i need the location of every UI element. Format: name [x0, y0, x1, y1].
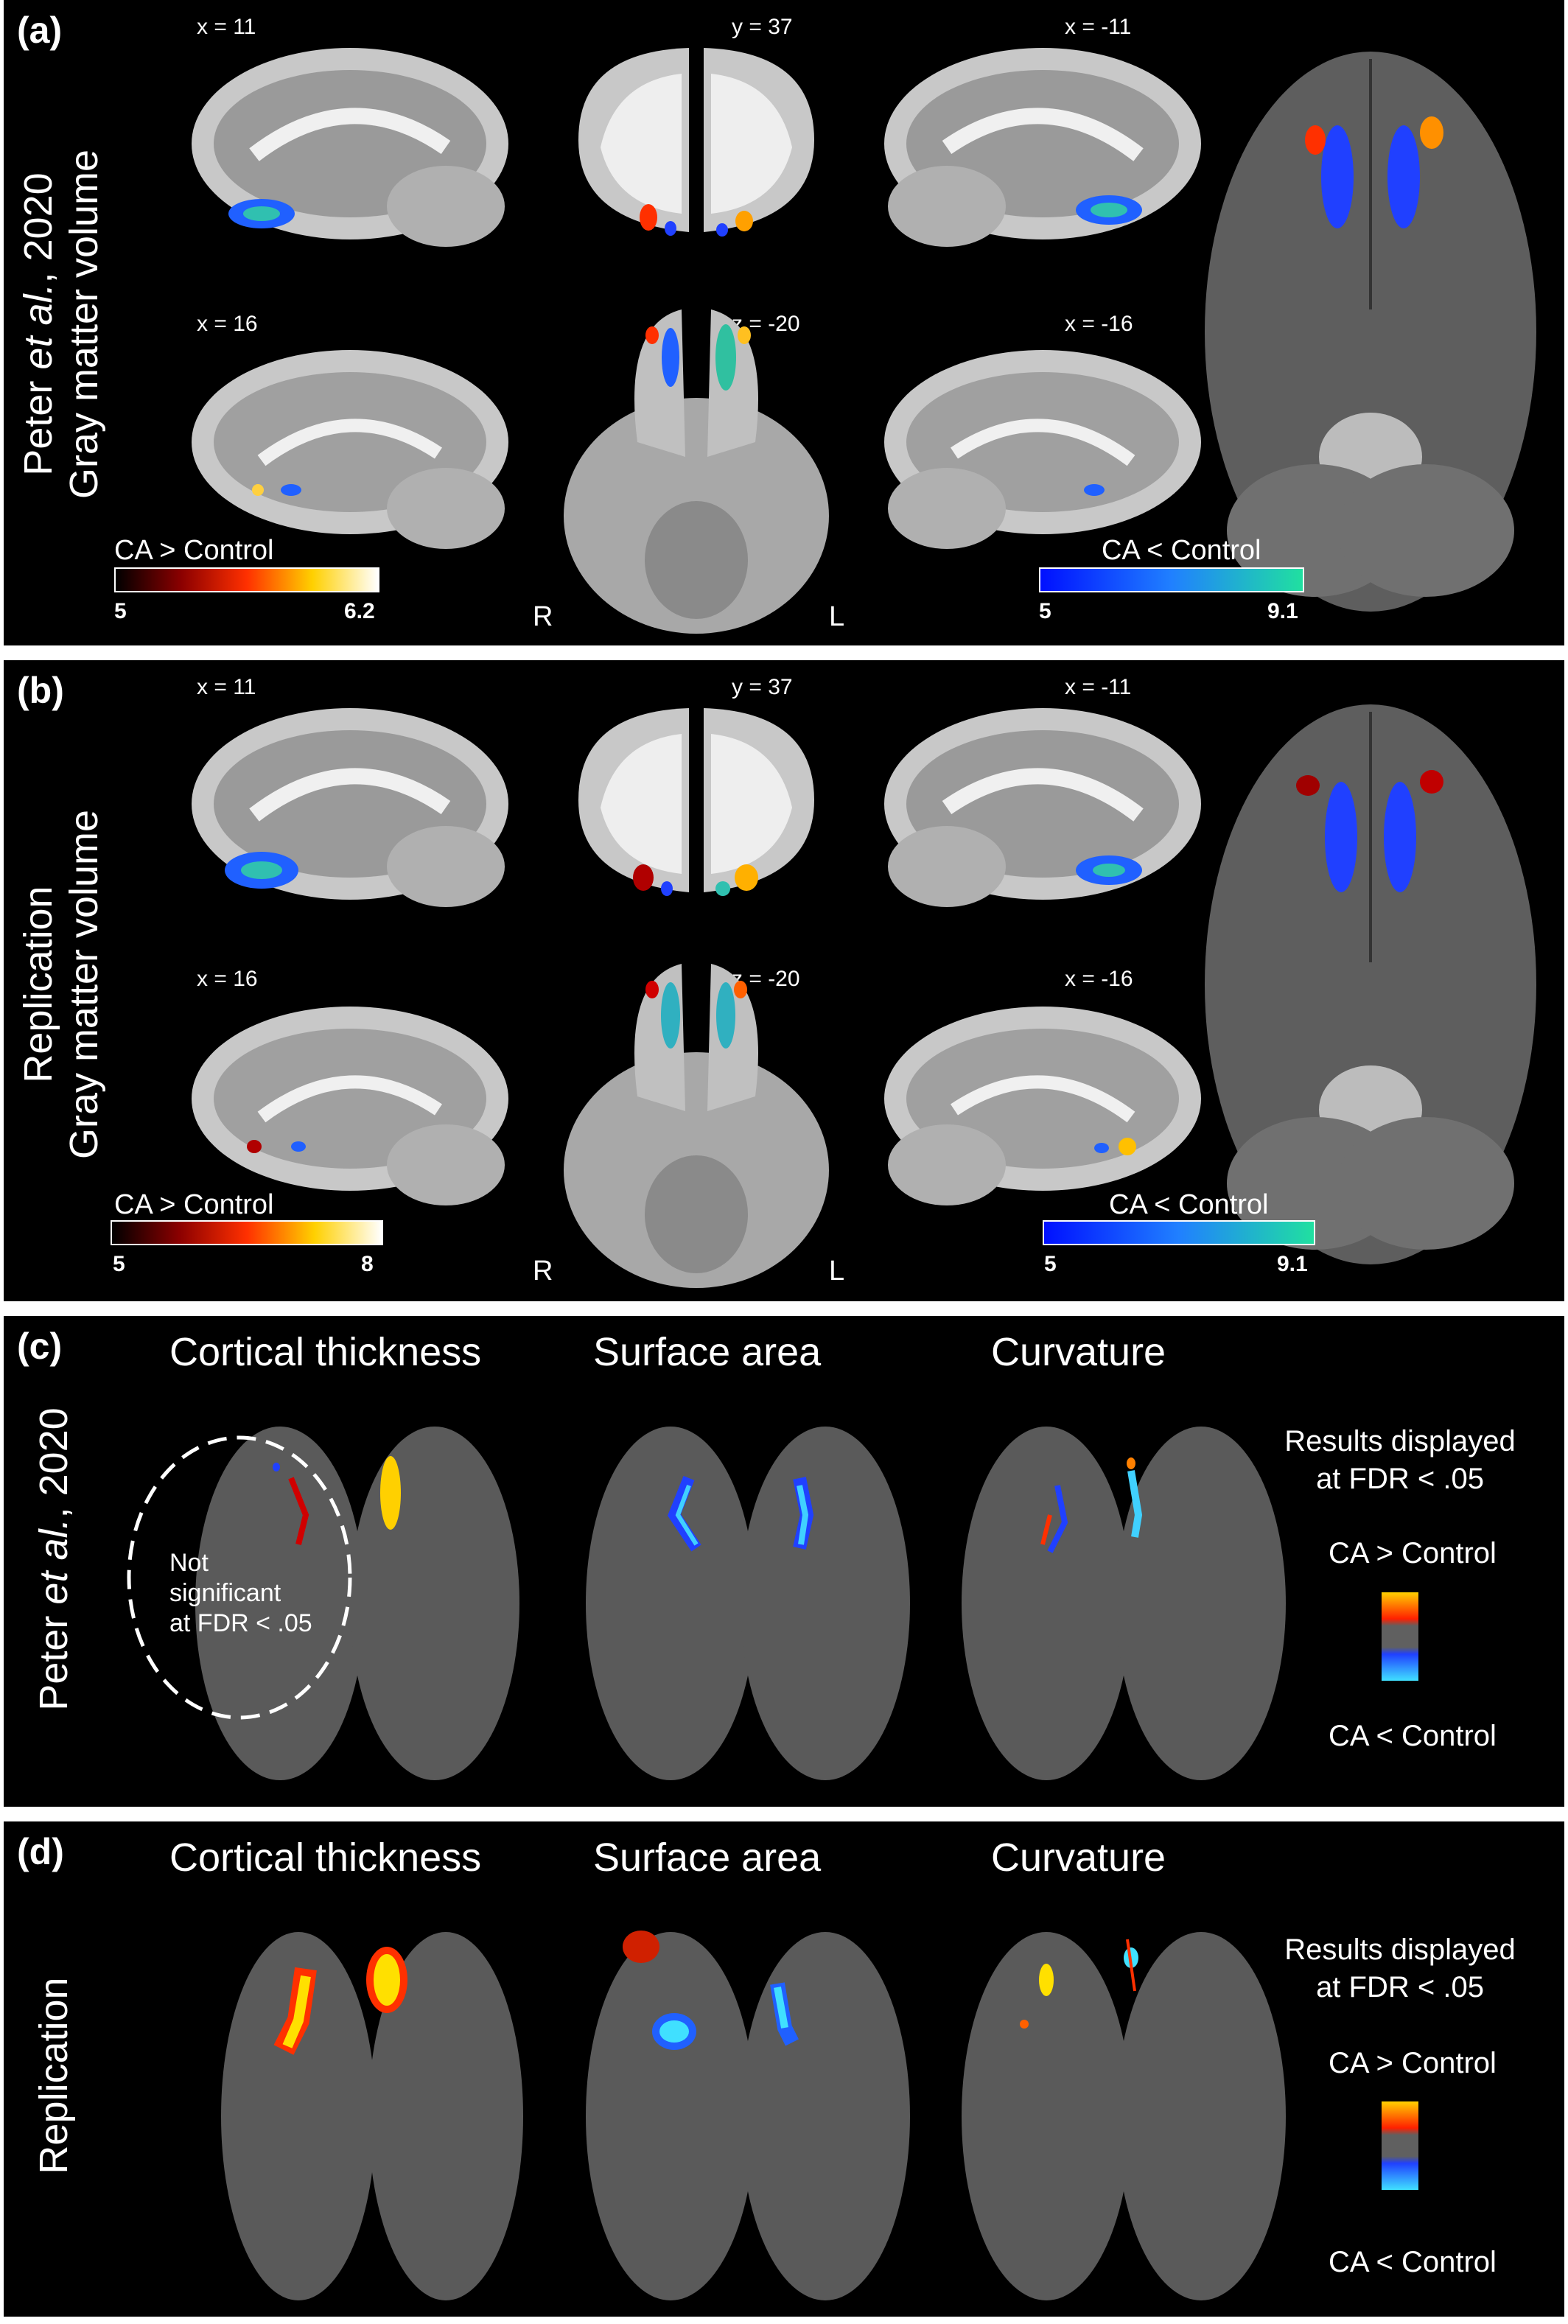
- legend-negative-label: CA < Control: [1329, 1720, 1497, 1752]
- panel-label-b: (b): [17, 670, 64, 711]
- orientation-left: L: [829, 1256, 845, 1287]
- panel-b-side-title: Replication Gray matter volume: [15, 810, 107, 1159]
- legend-title-line-1: Results displayed: [1284, 1425, 1516, 1457]
- axial-slice-image: [564, 309, 829, 634]
- 3d-brain-render: [1205, 52, 1536, 612]
- header-curvature: Curvature: [991, 1835, 1166, 1880]
- colorbar-title-negative: CA < Control: [1109, 1189, 1269, 1220]
- 3d-brain-render: [1205, 704, 1536, 1264]
- colorbar-min-positive: 5: [114, 599, 127, 623]
- cortical-surface-image: [962, 1427, 1286, 1780]
- axial-slice-image: [564, 964, 829, 1288]
- cortical-surface-image: [586, 1427, 910, 1780]
- colorbar-positive: [111, 1220, 383, 1245]
- sagittal-slice-image: [192, 1007, 508, 1205]
- side-title-etal: et al.: [31, 1518, 76, 1605]
- side-title-replication: Replication: [15, 886, 60, 1083]
- side-title-year: , 2020: [31, 1407, 76, 1519]
- header-surface-area: Surface area: [593, 1330, 822, 1374]
- orientation-right: R: [533, 601, 553, 632]
- coord-label-1: x = 11: [197, 675, 256, 699]
- header-surface-area: Surface area: [593, 1835, 822, 1880]
- coord-label-4: x = 16: [197, 312, 258, 336]
- coronal-slice-image: [578, 48, 814, 237]
- sagittal-slice-image: [884, 48, 1201, 247]
- colorbar-negative: [1043, 1220, 1315, 1245]
- legend-positive-label: CA > Control: [1329, 1537, 1497, 1569]
- note-line-1: Not: [169, 1549, 209, 1577]
- coord-label-4: x = 16: [197, 967, 258, 991]
- colorbar-min-positive: 5: [113, 1252, 125, 1276]
- legend-color-swatch: [1382, 1592, 1418, 1681]
- coord-label-2: y = 37: [732, 675, 793, 699]
- legend-title-line-2: at FDR < .05: [1316, 1971, 1484, 2003]
- sagittal-slice-image: [884, 708, 1201, 907]
- colorbar-negative: [1039, 567, 1304, 592]
- orientation-left: L: [829, 601, 845, 632]
- panel-c-side-title: Peter et al., 2020: [31, 1407, 77, 1710]
- not-significant-note: Not significant at FDR < .05: [169, 1548, 312, 1638]
- header-cortical-thickness: Cortical thickness: [169, 1835, 482, 1880]
- side-title-author: Peter: [31, 1604, 76, 1711]
- fdr-legend: Results displayed at FDR < .05: [1256, 1933, 1544, 2004]
- sagittal-slice-image: [884, 350, 1201, 549]
- coronal-slice-image: [578, 708, 814, 896]
- legend-color-swatch: [1382, 2101, 1418, 2190]
- cortical-surface-image: [221, 1932, 523, 2300]
- fdr-legend: Results displayed at FDR < .05: [1256, 1425, 1544, 1496]
- colorbar-positive: [114, 567, 379, 592]
- panel-d-side-title: Replication: [31, 1977, 76, 2174]
- panel-label-c: (c): [17, 1326, 63, 1367]
- side-title-etal: et al.: [15, 283, 60, 370]
- panel-a-side-title: Peter et al., 2020 Gray matter volume: [15, 150, 107, 499]
- panel-label-a: (a): [17, 10, 63, 51]
- panel-label-d: (d): [17, 1831, 64, 1872]
- panel-b: (b) Replication Gray matter volume x = 1…: [4, 660, 1564, 1301]
- not-significant-ellipse: [127, 1435, 352, 1720]
- colorbar-max-negative: 9.1: [1277, 1252, 1308, 1276]
- legend-title-line-2: at FDR < .05: [1316, 1463, 1484, 1495]
- panel-c: (c) Peter et al., 2020 Cortical thicknes…: [4, 1316, 1564, 1807]
- note-line-2: significant: [169, 1578, 281, 1607]
- coord-label-6: x = -16: [1065, 312, 1133, 336]
- header-curvature: Curvature: [991, 1330, 1166, 1374]
- side-title-measure: Gray matter volume: [62, 809, 106, 1160]
- colorbar-title-positive: CA > Control: [114, 535, 274, 566]
- cortical-surface-image: [586, 1931, 910, 2300]
- panel-d: (d) Replication Cortical thickness Surfa…: [4, 1821, 1564, 2317]
- coord-label-2: y = 37: [732, 15, 793, 39]
- header-cortical-thickness: Cortical thickness: [169, 1330, 482, 1374]
- sagittal-slice-image: [192, 708, 508, 907]
- legend-negative-label: CA < Control: [1329, 2246, 1497, 2278]
- colorbar-title-negative: CA < Control: [1102, 535, 1261, 566]
- coord-label-3: x = -11: [1065, 675, 1132, 699]
- coord-label-6: x = -16: [1065, 967, 1133, 991]
- legend-title-line-1: Results displayed: [1284, 1933, 1516, 1966]
- cortical-surface-image: [195, 1427, 519, 1780]
- legend-positive-label: CA > Control: [1329, 2047, 1497, 2079]
- side-title-year: , 2020: [15, 172, 60, 284]
- side-title-author: Peter: [15, 369, 60, 476]
- colorbar-max-positive: 8: [361, 1252, 374, 1276]
- panel-a: (a) Peter et al., 2020 Gray matter volum…: [4, 0, 1564, 645]
- colorbar-max-negative: 9.1: [1267, 599, 1298, 623]
- orientation-right: R: [533, 1256, 553, 1287]
- sagittal-slice-image: [884, 1007, 1201, 1205]
- note-line-3: at FDR < .05: [169, 1609, 312, 1637]
- colorbar-max-positive: 6.2: [344, 599, 375, 623]
- sagittal-slice-image: [192, 350, 508, 549]
- side-title-measure: Gray matter volume: [62, 149, 106, 500]
- colorbar-title-positive: CA > Control: [114, 1189, 274, 1220]
- sagittal-slice-image: [192, 48, 508, 247]
- coord-label-3: x = -11: [1065, 15, 1132, 39]
- colorbar-min-negative: 5: [1039, 599, 1051, 623]
- coord-label-1: x = 11: [197, 15, 256, 39]
- colorbar-min-negative: 5: [1044, 1252, 1057, 1276]
- cortical-surface-image: [962, 1932, 1286, 2300]
